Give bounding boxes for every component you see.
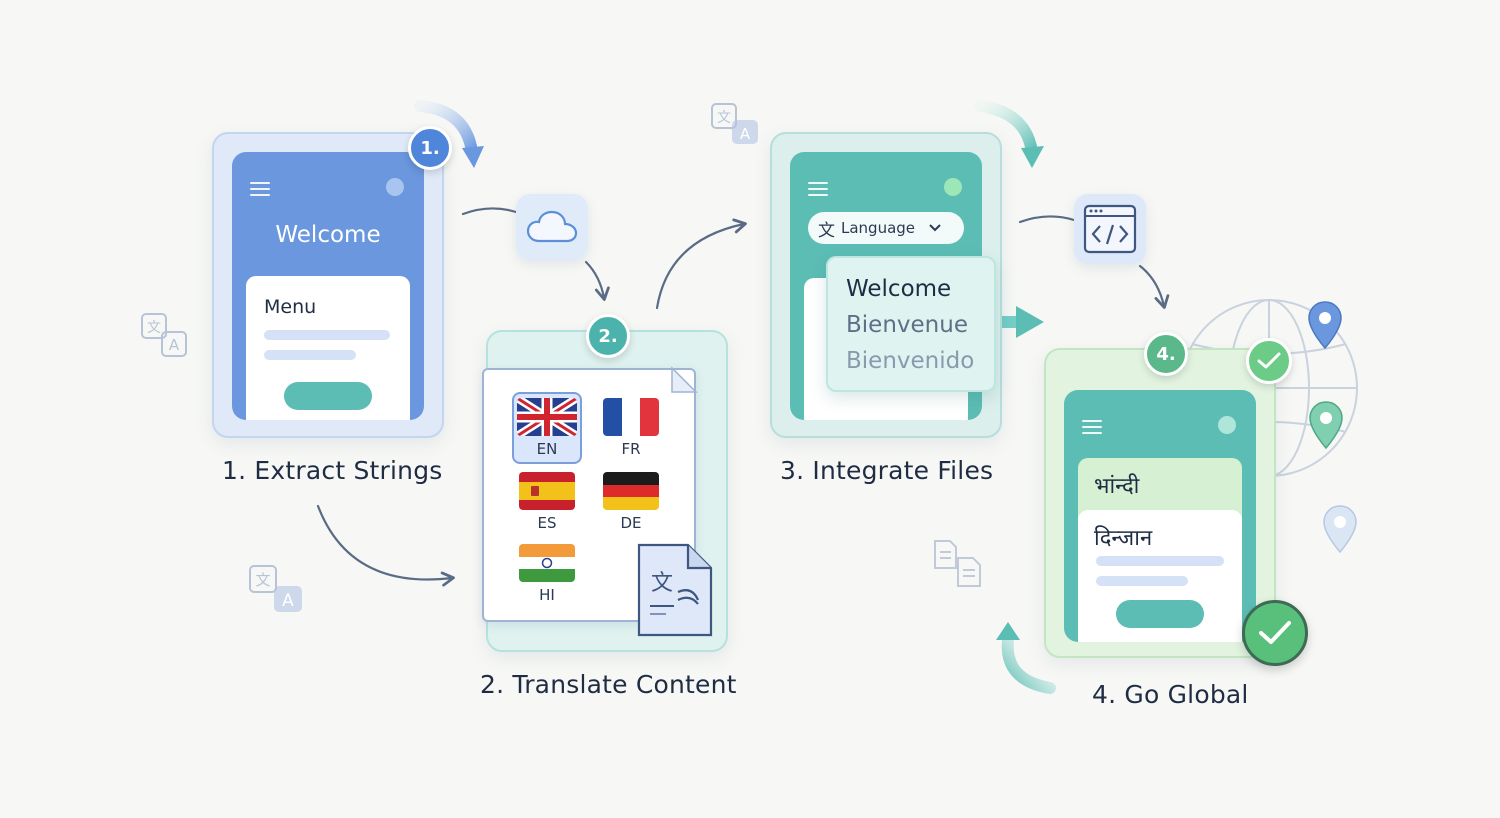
- uk-flag-icon: [517, 398, 577, 436]
- language-code: FR: [621, 440, 641, 458]
- global-heading-card: भांन्दी दिन्जान: [1078, 458, 1242, 642]
- arrow-code-to-global: [1138, 264, 1170, 309]
- extract-phone-screen: Welcome Menu: [232, 152, 424, 420]
- global-card-button[interactable]: [1116, 600, 1204, 628]
- language-code: DE: [620, 514, 642, 532]
- arrow-translate-to-integrate: [655, 218, 747, 310]
- translation-popup: Welcome Bienvenue Bienvenido: [826, 256, 996, 392]
- cloud-icon: [526, 210, 578, 243]
- translate-icon: 文: [818, 220, 835, 241]
- translation-fr: Bienvenue: [846, 312, 968, 338]
- check-icon: [1246, 338, 1292, 384]
- translate-icon: 文 A: [249, 565, 302, 612]
- document-fold: [671, 366, 698, 393]
- step-label-extract: 1. Extract Strings: [222, 456, 443, 485]
- curl-arrow-step4: [1001, 634, 1056, 694]
- step-label-translate: 2. Translate Content: [480, 670, 737, 699]
- global-phone-screen: भांन्दी दिन्जान: [1064, 390, 1256, 642]
- language-code: HI: [539, 586, 555, 604]
- menu-icon: [250, 182, 270, 196]
- step-badge-2: 2.: [586, 314, 630, 358]
- extract-content-card: Menu: [246, 276, 410, 420]
- code-window-icon: [1083, 204, 1137, 254]
- map-pin-icon: [1323, 505, 1357, 554]
- status-dot: [386, 178, 404, 196]
- translation-en: Welcome: [846, 276, 952, 302]
- text-placeholder-bar: [1096, 576, 1188, 586]
- text-placeholder-bar: [1096, 556, 1224, 566]
- spain-flag-icon: [519, 472, 575, 510]
- arrow-integrate-to-code: [1018, 215, 1076, 224]
- svg-text:A: A: [282, 591, 294, 611]
- translate-icon: 文 A: [711, 103, 758, 144]
- step-label-global: 4. Go Global: [1092, 680, 1249, 709]
- step-badge-4: 4.: [1144, 332, 1188, 376]
- text-placeholder-bar: [264, 330, 390, 340]
- india-flag-icon: [519, 544, 575, 582]
- arrow-extract-to-translate: [316, 504, 455, 587]
- svg-text:文: 文: [147, 320, 161, 336]
- text-placeholder-bar: [264, 350, 356, 360]
- language-option-es[interactable]: ES: [512, 472, 582, 532]
- step-badge-1: 1.: [408, 126, 452, 170]
- arrow-cloud-to-translate: [584, 260, 610, 301]
- map-pin-icon: [1309, 401, 1343, 450]
- global-card-heading: दिन्जान: [1094, 526, 1153, 551]
- extract-screen-title: Welcome: [275, 222, 381, 248]
- svg-text:文: 文: [651, 571, 673, 596]
- svg-text:文: 文: [717, 110, 731, 126]
- status-dot: [944, 178, 962, 196]
- translation-es: Bienvenido: [846, 348, 975, 374]
- menu-icon: [1082, 420, 1102, 434]
- svg-text:A: A: [169, 336, 180, 354]
- language-dropdown-label: Language: [841, 219, 916, 237]
- language-option-de[interactable]: DE: [596, 472, 666, 532]
- cloud-tile: [516, 194, 588, 260]
- svg-text:文: 文: [255, 571, 270, 589]
- svg-text:A: A: [740, 125, 751, 143]
- extract-card-heading: Menu: [264, 296, 317, 318]
- documents-icon: [934, 540, 981, 587]
- chevron-down-icon: [929, 224, 941, 232]
- language-option-hi[interactable]: HI: [512, 544, 582, 604]
- language-dropdown[interactable]: 文 Language: [808, 212, 964, 244]
- global-content-card: दिन्जान: [1078, 510, 1242, 642]
- step-label-integrate: 3. Integrate Files: [780, 456, 994, 485]
- map-pin-icon: [1308, 301, 1342, 350]
- language-code: EN: [536, 440, 558, 458]
- language-option-en[interactable]: EN: [512, 392, 582, 464]
- menu-icon: [808, 182, 828, 196]
- germany-flag-icon: [603, 472, 659, 510]
- status-dot: [1218, 416, 1236, 434]
- extract-card-button[interactable]: [284, 382, 372, 410]
- translation-file-icon: 文: [637, 543, 713, 637]
- curl-arrow-step3: [974, 100, 1038, 158]
- language-option-fr[interactable]: FR: [596, 398, 666, 458]
- code-tile: [1074, 194, 1146, 264]
- check-icon: [1242, 600, 1308, 666]
- global-screen-heading: भांन्दी: [1094, 474, 1140, 499]
- curl-arrow-step1: [414, 100, 478, 158]
- arrow-extract-to-cloud: [461, 207, 518, 216]
- language-code: ES: [537, 514, 557, 532]
- translate-icon: 文 A: [141, 313, 187, 357]
- france-flag-icon: [603, 398, 659, 436]
